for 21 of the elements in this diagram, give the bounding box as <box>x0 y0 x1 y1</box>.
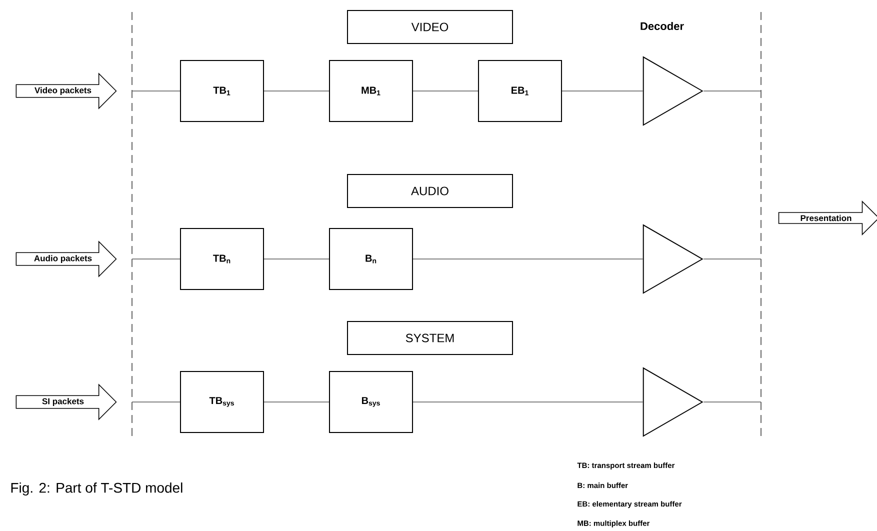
decoder-label: Decoder <box>640 22 684 30</box>
connector-line <box>412 90 478 92</box>
buffer-box: TB$_{sys}$ <box>180 371 264 433</box>
buffer-box: MB$_{1}$ <box>329 60 413 122</box>
buffer-box: B$_{n}$ <box>329 228 413 290</box>
connector-line <box>703 258 762 260</box>
caption: Fig. 2: Part of T-STD model <box>11 482 182 496</box>
section-header-box: AUDIO <box>347 174 513 208</box>
connector-line <box>132 258 180 260</box>
connector-line <box>412 258 644 260</box>
buffer-box: EB$_{1}$ <box>478 60 562 122</box>
buffer-box: B$_{sys}$ <box>329 371 413 433</box>
section-header-box: VIDEO <box>347 10 513 44</box>
connector-line <box>264 90 330 92</box>
connector-line <box>562 90 644 92</box>
section-header-box: SYSTEM <box>347 321 513 355</box>
connector-line <box>132 90 180 92</box>
buffer-box: TB$_{n}$ <box>180 228 264 290</box>
buffer-box: TB$_{1}$ <box>180 60 264 122</box>
connector-line <box>264 258 330 260</box>
connector-line <box>703 90 762 92</box>
